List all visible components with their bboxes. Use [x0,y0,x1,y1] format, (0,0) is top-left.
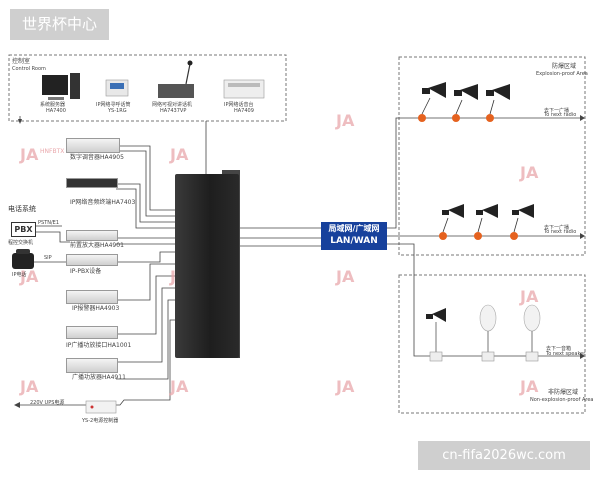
amplifier-device [66,358,118,373]
amp-interface-device [66,326,118,339]
watermark-text: HNFBTX [40,148,65,155]
ip-alarm-device [66,290,118,304]
device-label: IP广播功放接口HA1001 [66,342,132,349]
device-model: YS-1RG [108,108,127,114]
svg-text:JA: JA [335,111,355,130]
device-label: 广播功放器HA4911 [72,374,126,381]
explosion-zone-title-en: Explosion-proof Area [536,71,588,77]
horn-speaker-icon [426,308,446,362]
horn-speaker-icon [452,84,478,122]
device-name: IP网络话音台 [224,102,254,108]
ip-pbx-device [66,254,118,266]
device-label: 数字调音器HA4905 [70,154,124,161]
lan-wan-box: 局域网/广域网 LAN/WAN [321,222,387,250]
device-label: IP报警器HA4903 [72,305,120,312]
ceiling-speaker-icon [479,304,497,362]
tweeter-label-en: To next radio [544,112,577,118]
svg-text:JA: JA [169,377,189,396]
svg-text:JA: JA [519,377,539,396]
device-name: 网络可视对讲话机 [152,102,193,108]
nonexplosion-zone-title-en: Non-explosion-proof Area [530,397,594,403]
tweeter-label: 去下一广播 [544,108,570,114]
control-room-label: 控制室 [12,58,31,65]
digital-mixer-device [66,138,120,153]
ceiling-speaker-icon [523,304,541,362]
page-title-badge: 世界杯中心 [10,9,109,40]
pbx-desc-label: 程控交换机 [8,240,34,246]
device-label: IP网络音频终端HA7403 [70,199,136,206]
speaker-label: 去下一音箱 [546,346,572,352]
preamp-device [66,230,118,241]
ups-label: 220V UPS电源 [30,400,65,406]
sip-label: SIP [44,255,52,261]
svg-text:JA: JA [19,145,39,164]
horn-speaker-icon [439,204,464,240]
ip-phone-label: IP电话 [12,272,27,278]
pbx-box: PBX [11,222,36,237]
svg-text:JA: JA [519,163,539,182]
horn-speaker-icon [418,82,446,122]
device-model: HA7437VP [160,108,187,114]
paging-microphone-icon [105,79,129,97]
svg-text:JA: JA [19,267,39,286]
device-model: HA7409 [234,108,254,114]
pstn-label: PSTN/E1 [38,220,60,226]
video-intercom-icon [158,60,194,98]
tweeter-label-en: To next radio [544,229,577,235]
svg-text:JA: JA [335,377,355,396]
lan-label-cn: 局域网/广域网 [328,224,380,233]
speaker-label-en: To next speaker [546,351,586,357]
nonexplosion-zone-title: 非防爆区域 [548,389,579,396]
control-room-label-en: Control Room [12,66,46,72]
site-url-badge[interactable]: cn-fifa2026wc.com [418,441,590,470]
server-rack [175,174,239,358]
explosion-zone-title: 防爆区域 [552,63,577,70]
ip-terminal-device [66,178,118,188]
horn-speaker-icon [474,204,498,240]
control-room-box [8,54,287,122]
device-model: HA7400 [46,108,66,114]
power-controller-icon [85,400,117,414]
device-name: 系统服务器 [40,102,66,108]
device-label: IP-PBX设备 [70,268,102,275]
svg-text:JA: JA [19,377,39,396]
server-monitor-icon [42,73,80,100]
device-label: 前置放大器HA4901 [70,242,124,249]
ip-phone-icon [12,249,34,269]
horn-speaker-icon [486,84,510,122]
ip-console-icon [223,79,265,99]
svg-text:JA: JA [169,145,189,164]
explosion-zone-box [398,56,586,256]
phone-system-label: 电话系统 [8,205,36,213]
nonexplosion-zone-box [398,274,586,414]
device-name: IP网络寻呼话筒 [96,102,131,108]
svg-text:JA: JA [519,287,539,306]
power-controller-label: YS-2电源控制器 [82,418,119,424]
horn-speaker-icon [510,204,534,240]
tweeter-label: 去下一广播 [544,225,570,231]
svg-text:JA: JA [335,267,355,286]
lan-label-en: LAN/WAN [330,236,378,246]
